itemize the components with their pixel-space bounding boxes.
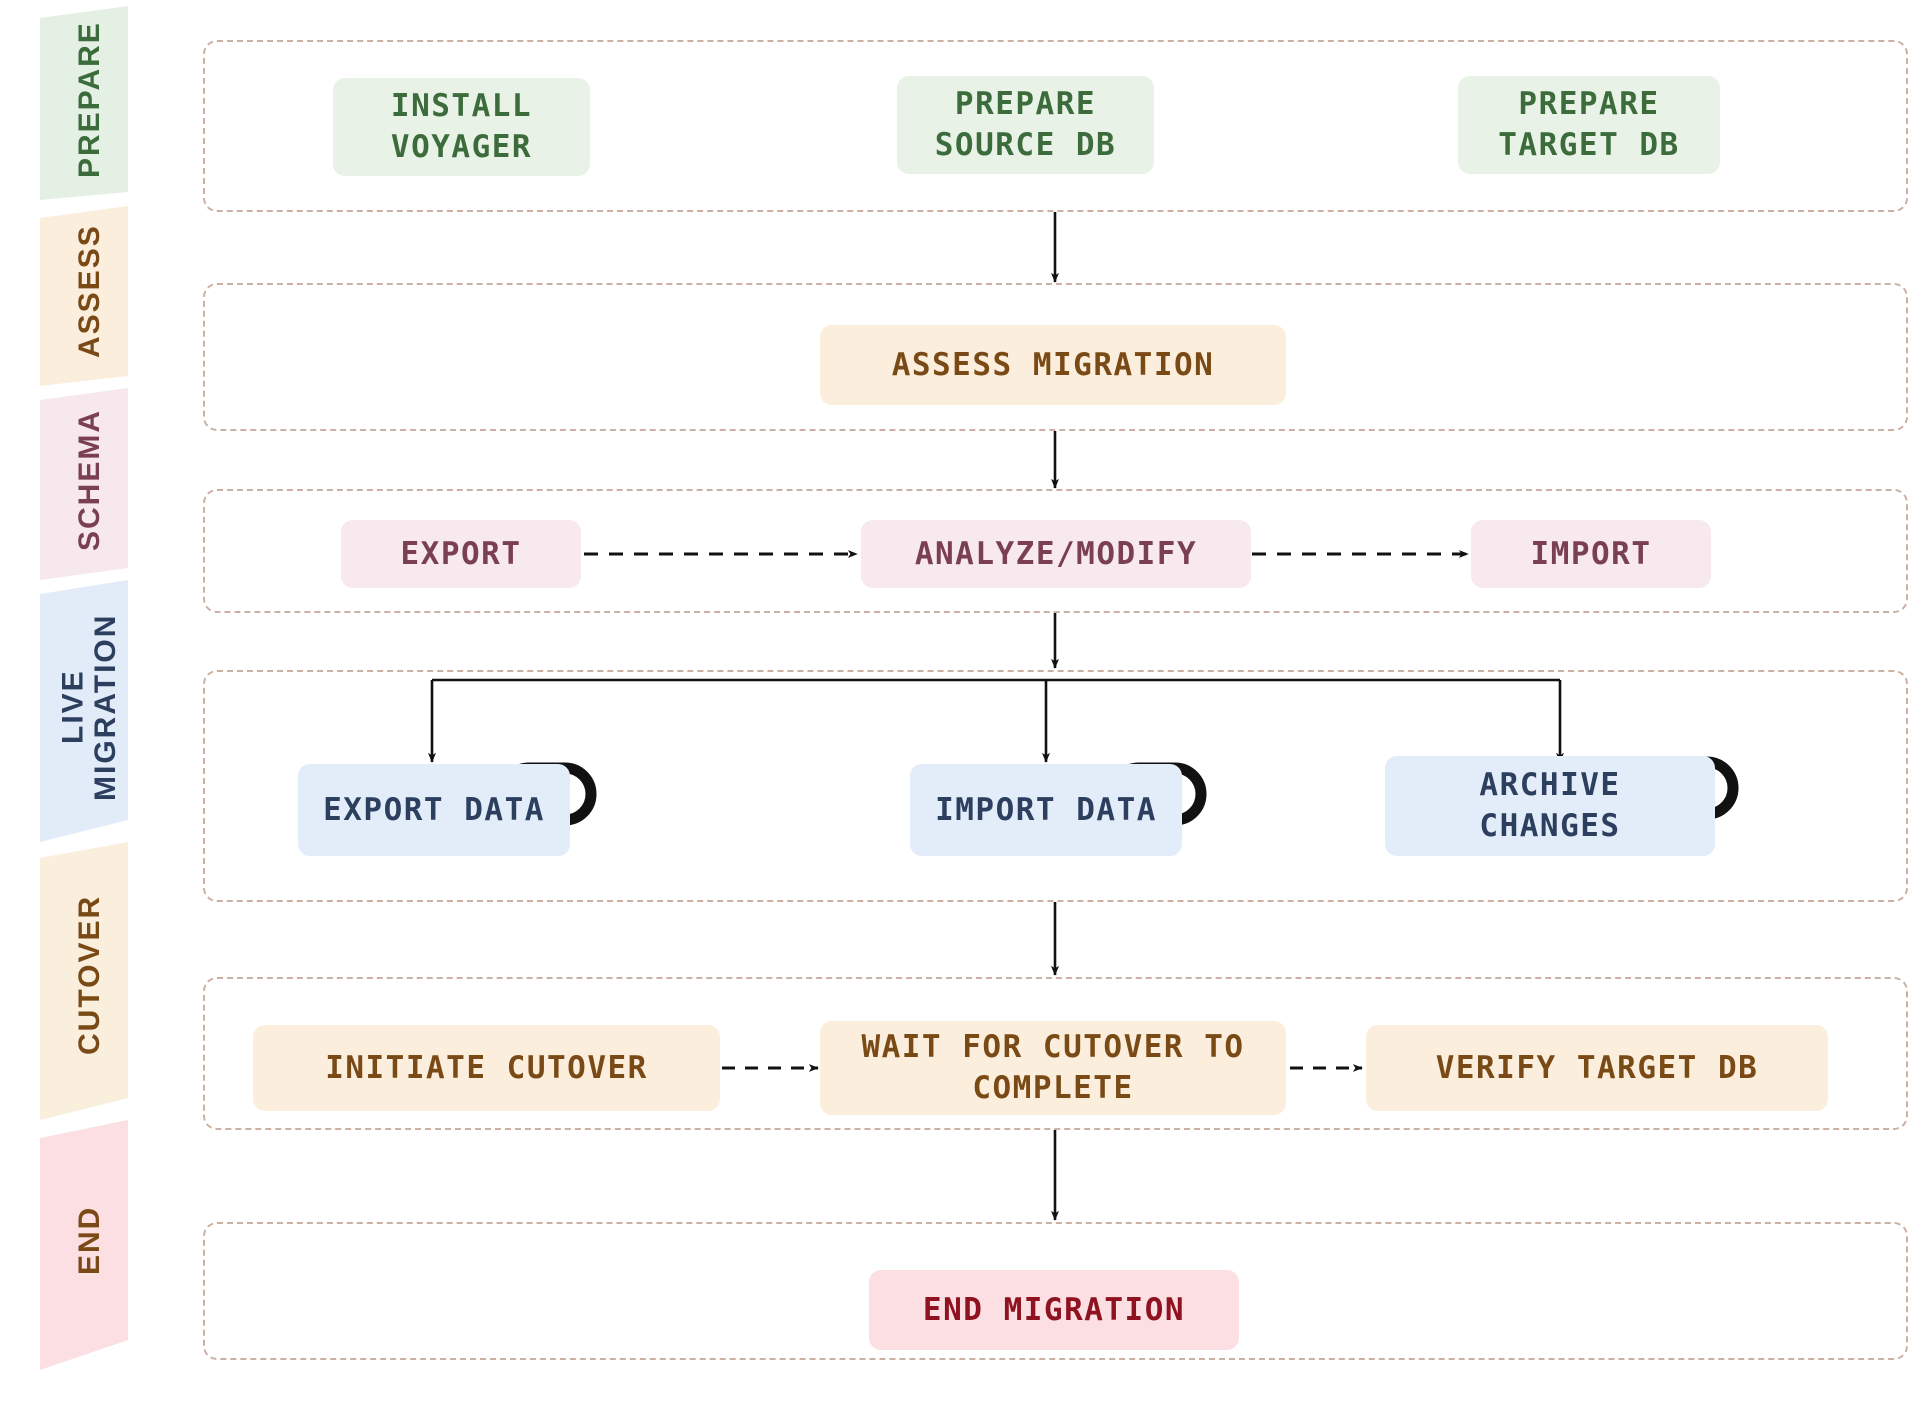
node-prepare-source-db[interactable]: PREPARE SOURCE DB (897, 76, 1154, 174)
phase-label-cutover: CUTOVER (72, 894, 106, 1056)
node-prepare-target-db[interactable]: PREPARE TARGET DB (1458, 76, 1720, 174)
node-schema-analyze-modify[interactable]: ANALYZE/MODIFY (861, 520, 1251, 588)
phase-band-shape-assess (40, 206, 128, 386)
phase-band-shape-schema (40, 388, 128, 580)
phase-band-shape-end (40, 1120, 128, 1370)
node-verify-target-db[interactable]: VERIFY TARGET DB (1366, 1025, 1828, 1111)
lane-end (203, 1222, 1908, 1360)
phase-label-live: LIVE MIGRATION (56, 613, 122, 801)
node-end-migration[interactable]: END MIGRATION (869, 1270, 1239, 1350)
phase-band-cutover: CUTOVER (0, 830, 180, 1120)
phase-band-assess: ASSESS (0, 196, 180, 386)
lane-assess (203, 283, 1908, 431)
phase-rail: PREPARE ASSESS SCHEMA LIVE MIGRATION CUT… (0, 0, 180, 1405)
phase-band-end: END (0, 1110, 180, 1370)
node-export-data[interactable]: EXPORT DATA (298, 764, 570, 856)
node-initiate-cutover[interactable]: INITIATE CUTOVER (253, 1025, 720, 1111)
node-import-data[interactable]: IMPORT DATA (910, 764, 1182, 856)
node-schema-import[interactable]: IMPORT (1471, 520, 1711, 588)
phase-label-assess: ASSESS (72, 224, 106, 358)
phase-band-shape-live (40, 580, 128, 842)
phase-band-schema: SCHEMA (0, 380, 180, 580)
lane-schema (203, 489, 1908, 613)
lane-live (203, 670, 1908, 902)
lane-prepare (203, 40, 1908, 212)
lane-cutover (203, 977, 1908, 1130)
node-archive-changes[interactable]: ARCHIVE CHANGES (1385, 756, 1715, 856)
phase-label-schema: SCHEMA (72, 409, 106, 552)
phase-label-end: END (72, 1205, 106, 1275)
phase-band-shape-cutover (40, 842, 128, 1120)
phase-band-live: LIVE MIGRATION (0, 572, 180, 842)
node-assess-migration[interactable]: ASSESS MIGRATION (820, 325, 1286, 405)
phase-band-prepare: PREPARE (0, 0, 180, 200)
node-schema-export[interactable]: EXPORT (341, 520, 581, 588)
phase-label-prepare: PREPARE (72, 21, 106, 179)
node-install-voyager[interactable]: INSTALL VOYAGER (333, 78, 590, 176)
phase-band-shape-prepare (40, 6, 128, 200)
node-wait-for-cutover[interactable]: WAIT FOR CUTOVER TO COMPLETE (820, 1021, 1286, 1115)
